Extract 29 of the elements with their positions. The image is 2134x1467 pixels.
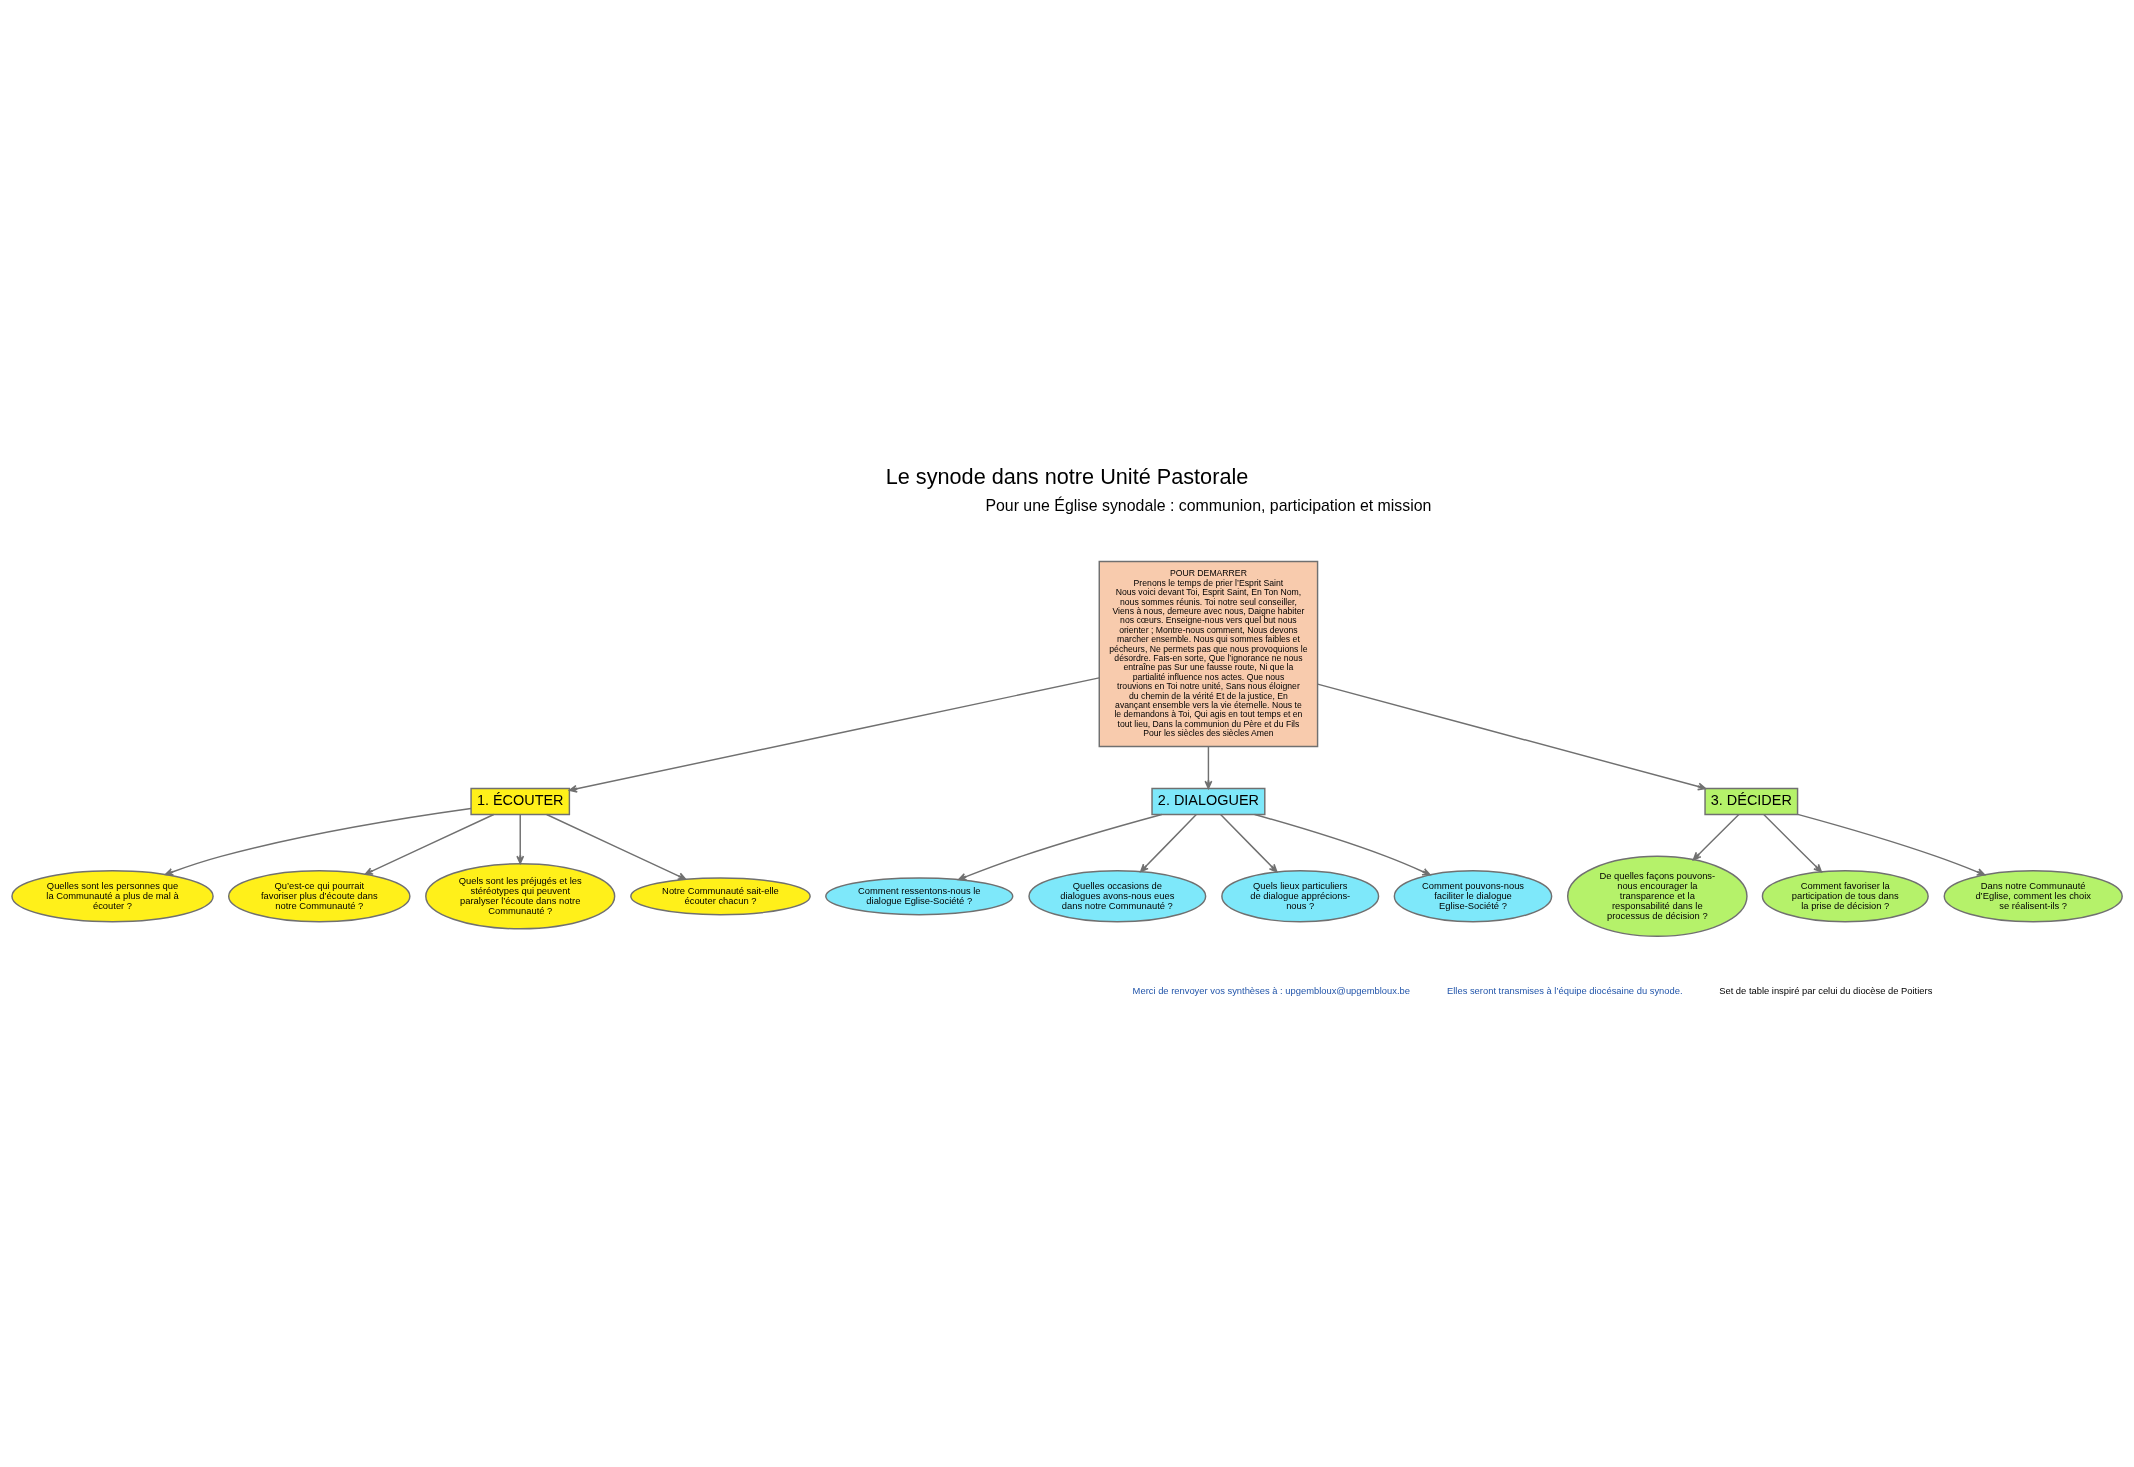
- diagram-title: Le synode dans notre Unité Pastorale: [885, 463, 1249, 489]
- label: Pour une Église synodale : communion, participation et mission: [985, 496, 1432, 514]
- arrow: [1204, 745, 1213, 789]
- node-box: 1. ÉCOUTER: [470, 787, 571, 815]
- arrow: [1692, 813, 1740, 860]
- node-ellipse: De quelles façons pouvons-nous encourager la transparence et la responsabilité dans le processus de décision ?: [1566, 855, 1748, 937]
- node-ellipse: Quelles occasions de dialogues avons-nous eues dans notre Communauté ?: [1028, 869, 1207, 922]
- node-ellipse: Comment ressentons-nous le dialogue Eglise-Société ?: [825, 876, 1014, 915]
- node-ellipse: Quels sont les préjugés et les stéréotypes qui peuvent paralyser l’écoute dans notre Communauté ?: [425, 862, 616, 930]
- arrow: [1253, 813, 1431, 876]
- arrow: [568, 676, 1100, 793]
- arrow: [516, 813, 525, 864]
- node-ellipse: Notre Communauté sait-elle écouter chacun ?: [630, 876, 811, 915]
- node-box: POUR DEMARRER Prenons le temps de prier l’Esprit Saint Nous voici devant Toi, Esprit Saint, En Ton Nom, nous sommes réunis. Toi notre seul conseiller, Viens à nous, demeure avec nous, Daigne habiter nos cœurs. Enseigne-nous vers quel but nous orienter ; Montre-nous comment, Nous devons marcher ensemble. Nous qui sommes faibles et pécheurs, Ne permets pas que nous provoquions le désordre. Fais-en sorte, Que l’ignorance ne nous entraîne pas Sur une fausse route, Ni que la partialité influence nos actes. Que nous trouvions en Toi notre unité, Sans nous éloigner du chemin de la vérité Et de la justice, En avançant ensemble vers la vie éternelle. Nous te le demandons à Toi, Qui agis en tout temps et en tout lieu, Dans la communion du Père et du Fils Pour les siècles des siècles Amen: [1098, 560, 1319, 747]
- arrow: [1219, 813, 1278, 872]
- node-box: 3. DÉCIDER: [1704, 787, 1799, 815]
- arrow: [1763, 813, 1823, 872]
- arrow: [545, 813, 687, 880]
- label: Set de table inspiré par celui du diocèse de Poitiers: [1719, 984, 1933, 996]
- label: Elles seront transmises à l’équipe diocésaine du synode.: [1447, 984, 1683, 996]
- node-ellipse: Comment favoriser la participation de tous dans la prise de décision ?: [1761, 869, 1929, 922]
- arrow: [164, 807, 472, 876]
- arrow: [1140, 813, 1198, 872]
- label: Merci de renvoyer vos synthèses à : upgembloux@upgembloux.be: [1132, 984, 1410, 996]
- arrow: [364, 813, 495, 875]
- arrow: [1316, 682, 1707, 790]
- node-box: 2. DIALOGUER: [1151, 787, 1266, 815]
- node-ellipse: Quels lieux particuliers de dialogue apprécions-nous ?: [1221, 869, 1380, 922]
- arrow: [1797, 813, 1986, 876]
